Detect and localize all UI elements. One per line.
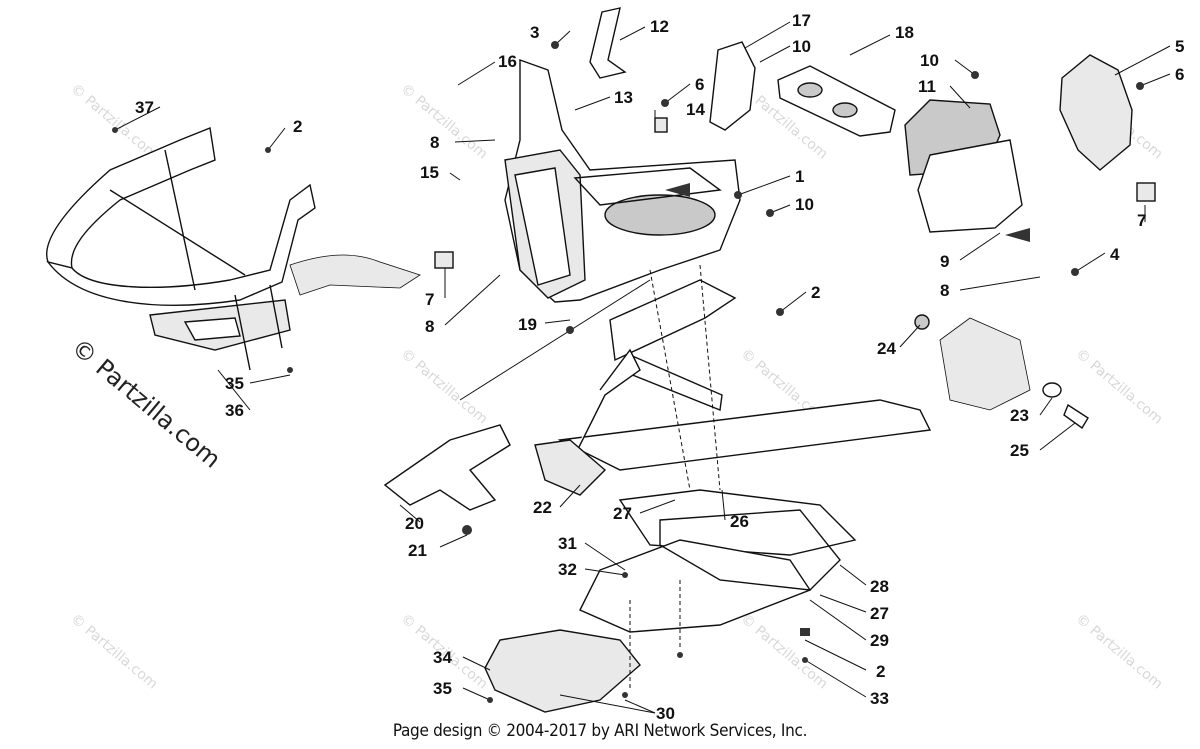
callout-21: 21 [408, 541, 427, 560]
main-frame-drawing [534, 279, 932, 556]
callout-1: 1 [795, 167, 804, 186]
callout-23: 23 [1010, 406, 1029, 425]
callout-8: 8 [430, 133, 439, 152]
callout-labels: 3 12 17 10 18 10 5 6 16 6 11 37 13 14 2 … [135, 11, 1184, 723]
callout-9: 9 [940, 252, 949, 271]
watermark-text: © Partzilla.com [1072, 346, 1165, 428]
callout-18: 18 [895, 23, 914, 42]
callout-31: 31 [558, 534, 577, 553]
callout-35: 35 [225, 374, 244, 393]
front-panel-drawing [504, 59, 741, 303]
skid-plate-drawing [579, 539, 812, 633]
steering-support-drawing [383, 424, 511, 511]
washer-drawing [1042, 382, 1062, 398]
callout-2: 2 [293, 117, 302, 136]
windshield-bracket-drawing [589, 7, 627, 79]
watermark-text: © Partzilla.com [397, 81, 490, 163]
callout-26: 26 [730, 512, 749, 531]
callout-19: 19 [518, 315, 537, 334]
callout-29: 29 [870, 631, 889, 650]
light-housing-drawing [709, 41, 756, 131]
bumper-block-drawing [1136, 182, 1156, 202]
watermark-text: © Partzilla.com [67, 81, 160, 163]
callout-7: 7 [1137, 211, 1146, 230]
callout-3: 3 [530, 23, 539, 42]
callout-14: 14 [686, 100, 705, 119]
callout-2: 2 [811, 283, 820, 302]
callout-30: 33 [870, 689, 889, 708]
callout-8: 8 [425, 317, 434, 336]
watermark-text: © Partzilla.com [67, 611, 160, 693]
nut-drawing [914, 314, 930, 330]
lower-guard-drawing [484, 629, 641, 713]
callout-12: 12 [650, 17, 669, 36]
callout-20: 20 [405, 514, 424, 533]
front-bumper-drawing [46, 127, 421, 371]
callout-37: 37 [135, 98, 154, 117]
callout-10: 10 [920, 51, 939, 70]
bolt-drawing [1063, 403, 1089, 430]
callout-27: 27 [870, 604, 889, 623]
callout-16: 16 [498, 52, 517, 71]
callout-15: 15 [420, 163, 439, 182]
watermark-text: © Partzilla.com [397, 346, 490, 428]
callout-7: 7 [425, 290, 434, 309]
callout-2: 2 [876, 662, 885, 681]
watermark-large: © Partzilla.com [66, 333, 226, 473]
callout-35: 30 [656, 704, 675, 723]
callout-28: 28 [870, 577, 889, 596]
callout-24: 24 [877, 339, 896, 358]
callout-13: 13 [614, 88, 633, 107]
callout-8: 8 [940, 281, 949, 300]
callout-33: 34 [433, 648, 452, 667]
callout-6: 6 [695, 75, 704, 94]
callout-32: 32 [558, 560, 577, 579]
leader-lines [114, 21, 1171, 714]
callout-11: 11 [918, 77, 936, 96]
callout-17: 17 [792, 11, 811, 30]
callout-34: 35 [433, 679, 452, 698]
skid-plate-rear-drawing [659, 509, 841, 591]
callout-27: 27 [613, 504, 632, 523]
watermark-text: © Partzilla.com [737, 611, 830, 693]
callout-4: 4 [1110, 245, 1120, 264]
callout-22: 22 [533, 498, 552, 517]
copyright-footer: Page design © 2004-2017 by ARI Network S… [392, 721, 808, 741]
callout-36: 36 [225, 401, 244, 420]
watermark-text: © Partzilla.com [1072, 611, 1165, 693]
frame-mount-drawing [939, 317, 1031, 411]
callout-10: 10 [792, 37, 811, 56]
callout-6: 6 [1175, 65, 1184, 84]
steering-bracket-drawing [1059, 54, 1133, 171]
callout-10: 10 [795, 195, 814, 214]
callout-25: 25 [1010, 441, 1029, 460]
gauge-cover-drawing [904, 99, 1023, 233]
hardware-marks [112, 41, 1144, 703]
callout-5: 5 [1175, 37, 1184, 56]
